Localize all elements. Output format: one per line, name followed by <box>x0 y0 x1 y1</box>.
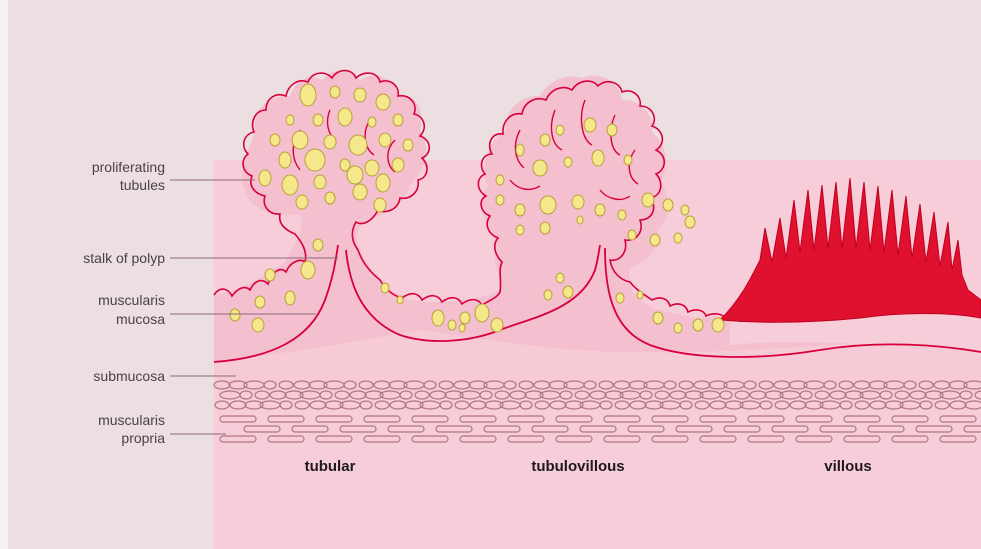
tubule-cyst <box>563 286 573 298</box>
tubule-cyst <box>368 117 376 127</box>
tubule-cyst <box>381 283 389 293</box>
tubule-cyst <box>515 204 525 216</box>
tubule-cyst <box>432 310 444 326</box>
tubule-cyst <box>286 115 294 125</box>
label-stalk-of-polyp: stalk of polyp <box>83 250 165 266</box>
tubule-cyst <box>314 175 326 189</box>
tubule-cyst <box>496 195 504 205</box>
tubule-cyst <box>365 160 379 176</box>
label-muscularis-2: muscularis <box>98 412 165 428</box>
tubule-cyst <box>296 195 308 209</box>
label-propria: propria <box>121 430 165 446</box>
tubule-cyst <box>325 192 335 204</box>
tubule-cyst <box>712 318 724 332</box>
caption-tubular: tubular <box>305 458 356 475</box>
tubule-cyst <box>496 175 504 185</box>
tubule-cyst <box>285 291 295 305</box>
tubule-cyst <box>642 193 654 207</box>
label-submucosa: submucosa <box>93 368 165 384</box>
caption-tubulovillous: tubulovillous <box>531 458 624 475</box>
tubule-cyst <box>491 318 503 332</box>
tubule-cyst <box>628 230 636 240</box>
tubule-cyst <box>618 210 626 220</box>
tubule-cyst <box>255 296 265 308</box>
left-edge-strip <box>0 0 8 549</box>
tubule-cyst <box>650 234 660 246</box>
tubule-cyst <box>305 149 325 171</box>
tubule-cyst <box>279 152 291 168</box>
tubule-cyst <box>533 160 547 176</box>
tubule-cyst <box>564 157 572 167</box>
tubule-cyst <box>459 324 465 332</box>
tubule-cyst <box>595 204 605 216</box>
tubule-cyst <box>403 139 413 151</box>
tubule-cyst <box>252 318 264 332</box>
tubule-cyst <box>460 312 470 324</box>
tubule-cyst <box>607 124 617 136</box>
tubule-cyst <box>376 94 390 110</box>
tubule-cyst <box>270 134 280 146</box>
tubule-cyst <box>313 239 323 251</box>
tubule-cyst <box>653 312 663 324</box>
label-proliferating: proliferating <box>92 159 165 175</box>
tubule-cyst <box>282 175 298 195</box>
tubule-cyst <box>324 135 336 149</box>
caption-villous: villous <box>824 458 872 475</box>
tubule-cyst <box>592 150 604 166</box>
tubule-cyst <box>301 261 315 279</box>
tubule-cyst <box>259 170 271 186</box>
tubule-cyst <box>540 134 550 146</box>
tubule-cyst <box>265 269 275 281</box>
tubule-cyst <box>397 296 403 304</box>
tubule-cyst <box>637 291 643 299</box>
tubule-cyst <box>354 88 366 102</box>
tubule-cyst <box>681 205 689 215</box>
tubule-cyst <box>292 131 308 149</box>
tubule-cyst <box>572 195 584 209</box>
tubule-cyst <box>300 84 316 106</box>
tubule-cyst <box>685 216 695 228</box>
tubule-cyst <box>544 290 552 300</box>
label-mucosa: mucosa <box>116 311 165 327</box>
tubule-cyst <box>693 319 703 331</box>
tubule-cyst <box>347 166 363 184</box>
tubule-cyst <box>624 155 632 165</box>
tubule-cyst <box>230 309 240 321</box>
tubule-cyst <box>540 196 556 214</box>
tubule-cyst <box>616 293 624 303</box>
tubule-cyst <box>516 144 524 156</box>
tubule-cyst <box>393 114 403 126</box>
tubule-cyst <box>374 198 386 212</box>
tubule-cyst <box>516 225 524 235</box>
tubule-cyst <box>584 118 596 132</box>
tubule-cyst <box>338 108 352 126</box>
tubule-cyst <box>674 233 682 243</box>
label-muscularis: muscularis <box>98 292 165 308</box>
tubule-cyst <box>376 174 390 192</box>
tubule-cyst <box>392 158 404 172</box>
tubule-cyst <box>475 304 489 322</box>
tubule-cyst <box>353 184 367 200</box>
tubule-cyst <box>313 114 323 126</box>
tubule-cyst <box>663 199 673 211</box>
tubule-cyst <box>577 216 583 224</box>
tubule-cyst <box>540 222 550 234</box>
tubule-cyst <box>674 323 682 333</box>
tubule-cyst <box>556 125 564 135</box>
tubule-cyst <box>330 86 340 98</box>
tubule-cyst <box>379 133 391 147</box>
tubule-cyst <box>448 320 456 330</box>
tubule-cyst <box>556 273 564 283</box>
label-tubules: tubules <box>120 177 165 193</box>
tubule-cyst <box>349 135 367 155</box>
